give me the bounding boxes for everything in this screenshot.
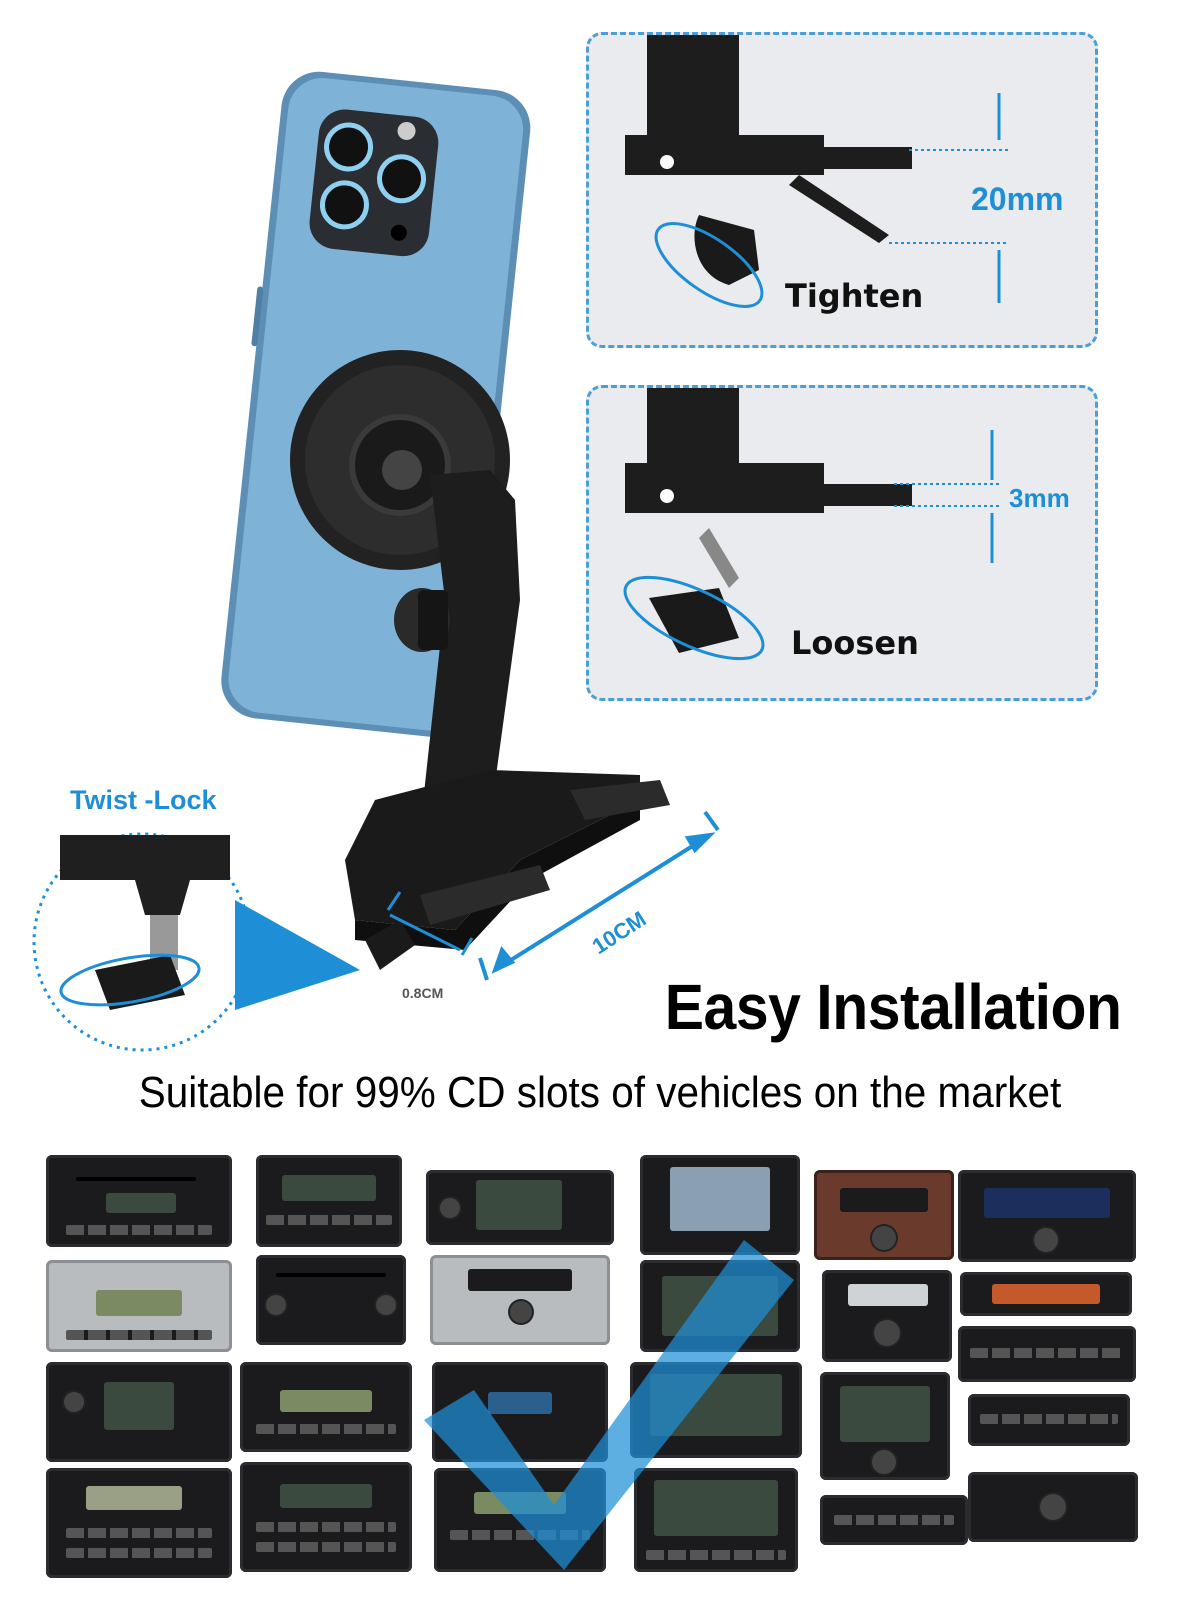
tighten-measure: 20mm [971, 181, 1064, 217]
car-radio-image [46, 1468, 232, 1578]
car-radio-image [256, 1255, 406, 1345]
car-radio-image [256, 1155, 402, 1247]
clamp-knob-icon [623, 388, 999, 661]
car-radio-image [960, 1272, 1132, 1316]
car-radio-image [46, 1260, 232, 1352]
thickness-label: 0.8CM [402, 985, 444, 1001]
phone-mount-illustration [221, 71, 720, 981]
car-radio-image [958, 1326, 1136, 1382]
loosen-measure: 3mm [1009, 483, 1070, 513]
car-radio-image [426, 1170, 614, 1245]
mount-image [345, 470, 670, 970]
car-radio-grid [44, 1150, 1144, 1590]
subtitle: Suitable for 99% CD slots of vehicles on… [138, 1068, 1062, 1117]
loosen-panel: 3mm Loosen [586, 385, 1098, 701]
clamp-knob-icon [625, 35, 1009, 308]
loosen-label: Loosen [791, 624, 919, 662]
car-radio-image [814, 1170, 954, 1260]
car-radio-image [968, 1394, 1130, 1446]
checkmark-icon [424, 1240, 794, 1570]
twist-lock-detail [32, 832, 360, 1052]
twist-lock-label: Twist -Lock [70, 785, 217, 815]
car-radio-image [822, 1270, 952, 1362]
car-radio-image [46, 1155, 232, 1247]
tighten-label: Tighten [785, 277, 924, 315]
car-radio-image [958, 1170, 1136, 1262]
car-radio-image [640, 1155, 800, 1255]
headline: Easy Installation [665, 971, 1122, 1043]
car-radio-image [968, 1472, 1138, 1542]
car-radio-image [46, 1362, 232, 1462]
car-radio-image [430, 1255, 610, 1345]
tighten-panel: 20mm Tighten [586, 32, 1098, 348]
car-radio-image [820, 1495, 968, 1545]
length-arrow [478, 810, 720, 981]
car-radio-image [820, 1372, 950, 1480]
car-radio-image [634, 1468, 798, 1572]
car-radio-image [240, 1462, 412, 1572]
car-radio-image [240, 1362, 412, 1452]
